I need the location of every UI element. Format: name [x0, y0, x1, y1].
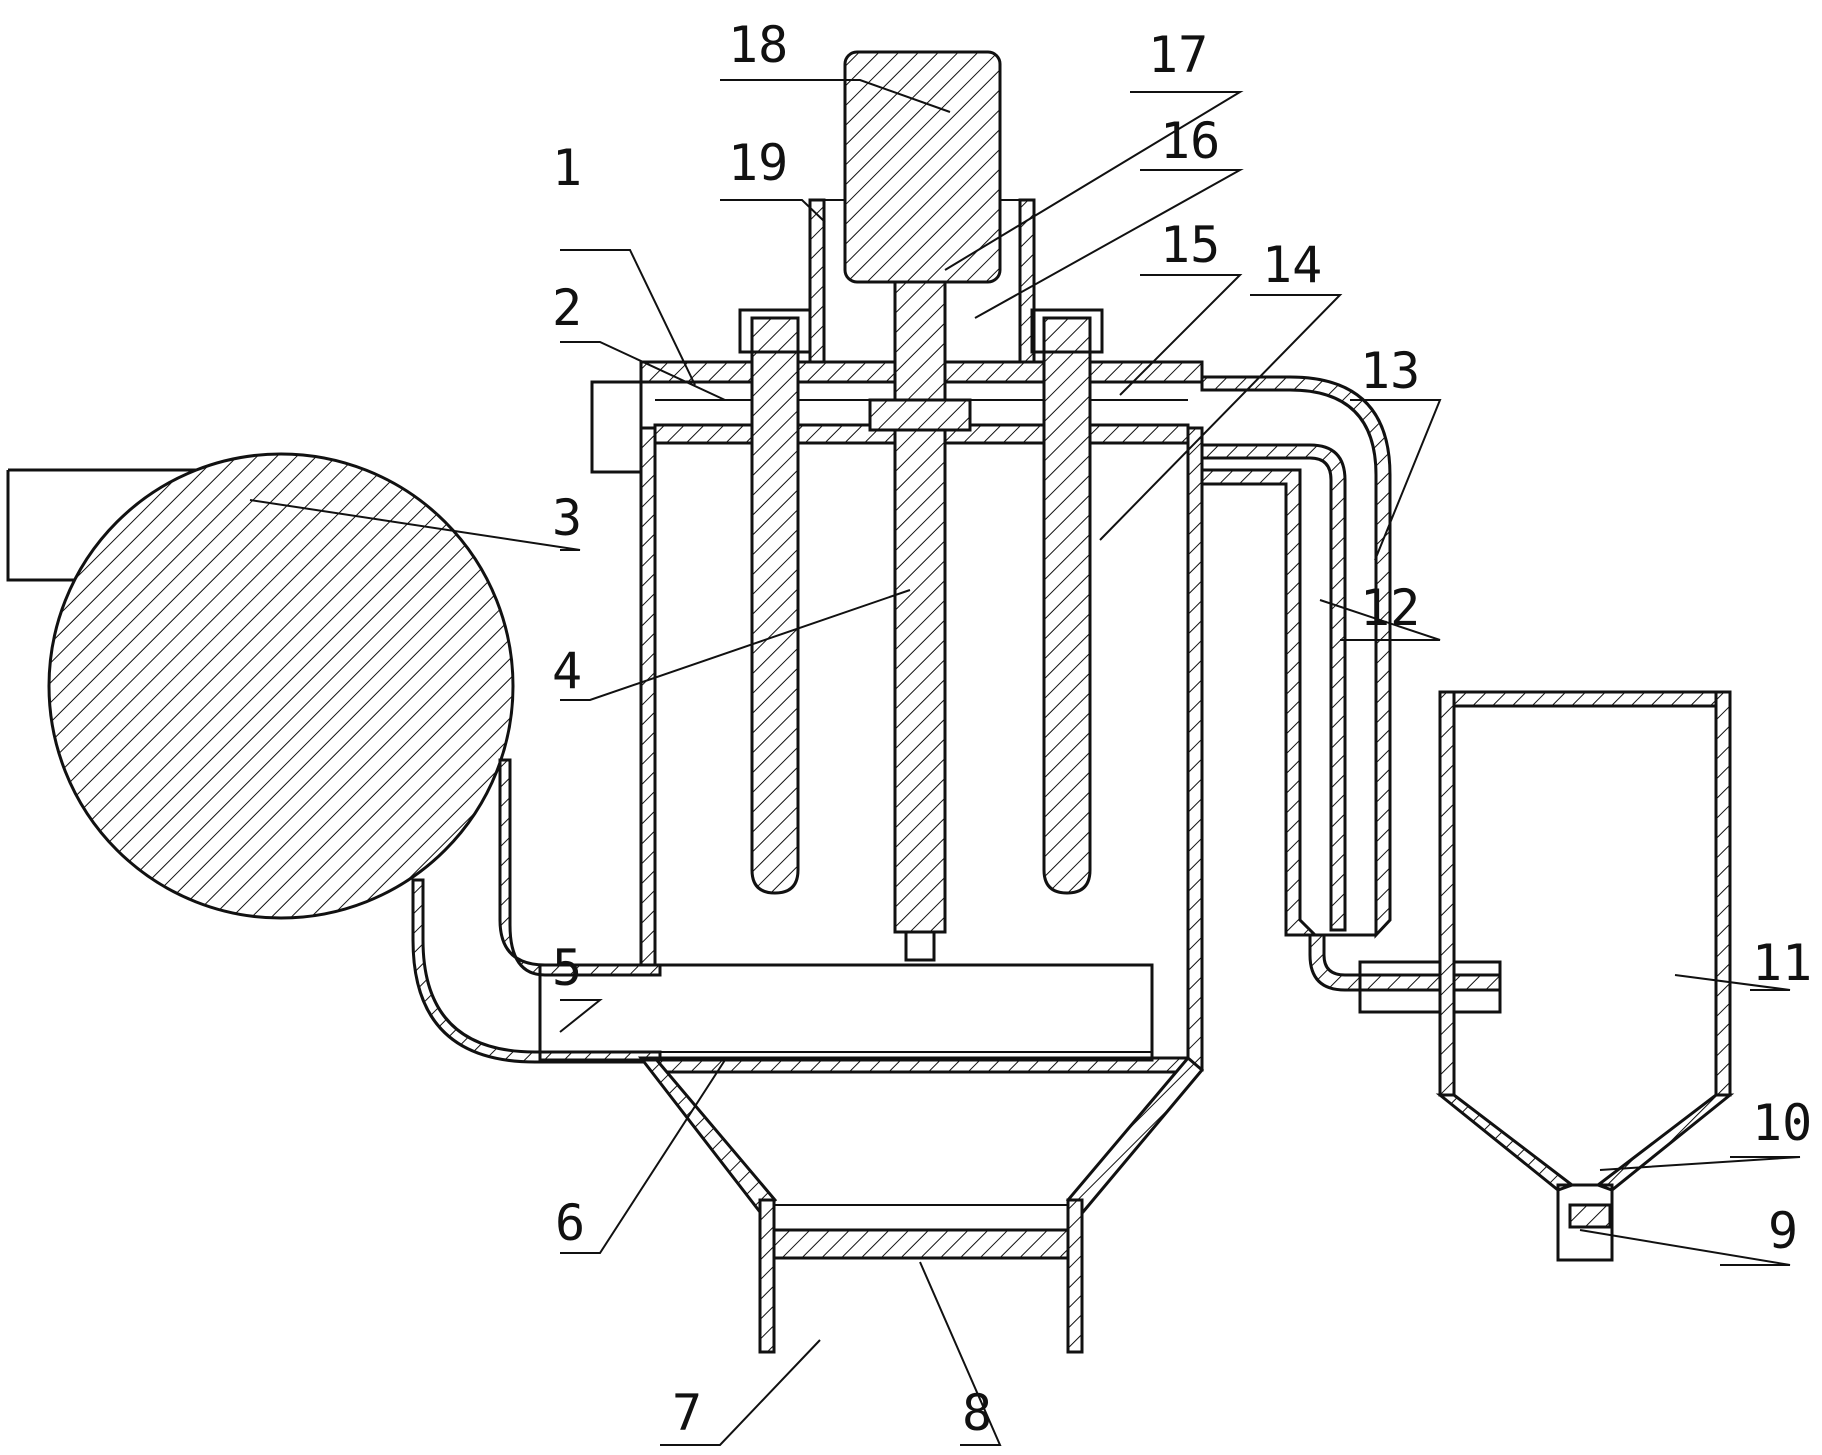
- side-tubes: [1200, 375, 1502, 1014]
- part-labels: 18 19 17 16 15 14 13 12 11 10 9 8 7 6 5 …: [552, 16, 1812, 1442]
- label-10: 10: [1752, 1094, 1812, 1152]
- screw-shaft: [868, 280, 972, 962]
- label-16: 16: [1160, 112, 1220, 170]
- label-17: 17: [1148, 26, 1208, 84]
- motor: [843, 50, 1002, 284]
- label-3: 3: [552, 489, 582, 547]
- label-12: 12: [1360, 579, 1420, 637]
- label-1: 1: [552, 139, 582, 197]
- label-13: 13: [1360, 342, 1420, 400]
- label-9: 9: [1768, 1202, 1798, 1260]
- distribution-pipe: [538, 963, 1154, 1062]
- label-8: 8: [962, 1384, 992, 1442]
- label-15: 15: [1160, 216, 1220, 274]
- label-19: 19: [728, 134, 788, 192]
- label-2: 2: [552, 279, 582, 337]
- main-chamber: [637, 426, 1205, 1354]
- label-6: 6: [555, 1194, 585, 1252]
- label-4: 4: [552, 642, 582, 700]
- label-5: 5: [552, 939, 582, 997]
- leader-lines: [249, 79, 1801, 1446]
- label-7: 7: [672, 1384, 702, 1442]
- label-18: 18: [728, 16, 788, 74]
- label-11: 11: [1752, 934, 1812, 992]
- label-14: 14: [1262, 236, 1322, 294]
- fan-housing: [6, 452, 515, 920]
- electrode-rods: [738, 308, 1104, 895]
- collector-tank: [1435, 690, 1735, 1262]
